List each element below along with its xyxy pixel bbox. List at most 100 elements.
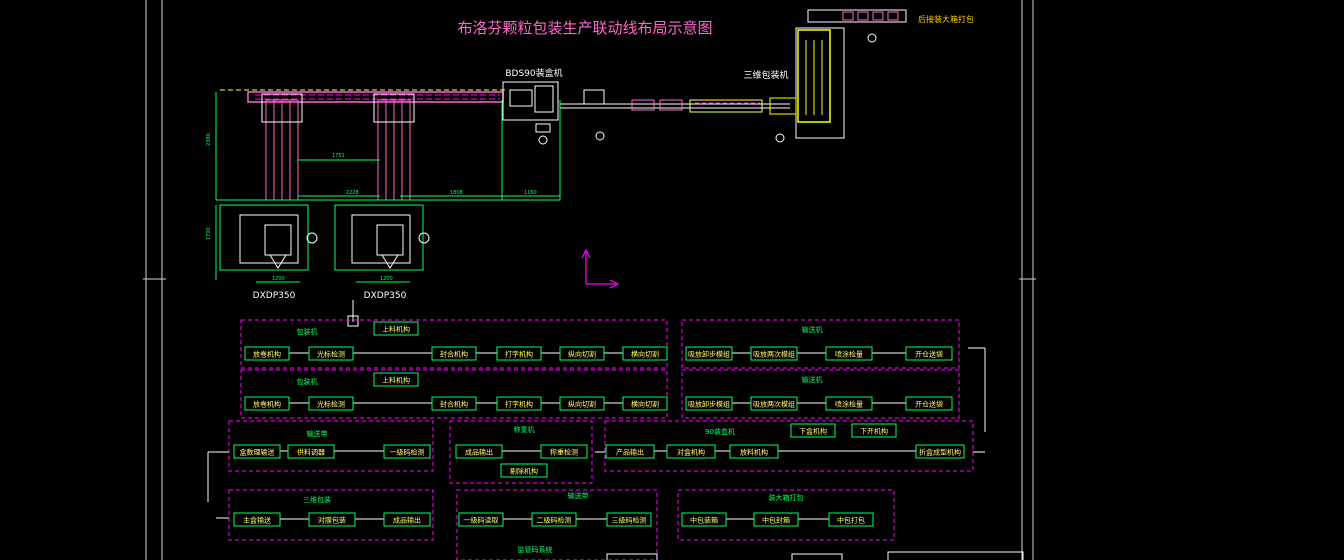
conv2-step-label: 喷涂检量 — [835, 400, 863, 409]
pack2-step-label: 打字机构 — [505, 400, 533, 409]
cartoner-machine — [502, 81, 605, 145]
belt2-group-frame — [456, 489, 658, 560]
wrap3d-group-frame — [228, 489, 434, 541]
boxer-group-title: 90装盒机 — [705, 427, 735, 436]
belt2-step-label: 三级码检测 — [612, 516, 647, 525]
conv1-group-title: 输送机 — [802, 325, 823, 334]
belt-step-label: 供料调器 — [297, 448, 325, 457]
bigbox-step-box — [753, 512, 799, 527]
bigbox-step-label: 中包打包 — [837, 516, 865, 525]
conv1-step-box — [825, 346, 873, 361]
axis-marker — [581, 248, 620, 289]
dim-height: 2380 — [206, 133, 212, 146]
dim-span-3: 1808 — [450, 190, 463, 196]
boxer-step-box — [605, 444, 655, 459]
pack1-step-box — [308, 346, 354, 361]
pack2-group-frame — [240, 369, 668, 419]
wrap3d-group-title: 三维包装 — [303, 495, 331, 504]
pack2-step-label: 封合机构 — [440, 400, 468, 409]
bigbox-group-title: 装大箱打包 — [769, 493, 804, 502]
conv2-group-title: 输送机 — [802, 375, 823, 384]
boxer-step-box — [666, 444, 716, 459]
pack1-feeder-label: 上料机构 — [382, 325, 410, 334]
boxer-step-box — [729, 444, 779, 459]
pack2-step-box — [559, 396, 605, 411]
belt-step-label: 盒数理输送 — [240, 448, 275, 457]
weigh-reject-label: 剔除机构 — [510, 467, 538, 476]
conv2-group-frame — [681, 369, 960, 419]
belt2-group-title: 输送带 — [568, 491, 589, 500]
pack1-step-label: 光标检测 — [317, 350, 345, 359]
belt2-step-box — [531, 512, 577, 527]
machine-label-left: DXDP350 — [253, 291, 296, 301]
weigh-step-box — [540, 444, 588, 459]
feed-columns — [265, 99, 411, 201]
pack1-step-box — [244, 346, 290, 361]
dim-span-4: 1160 — [524, 190, 537, 196]
pack2-step-box — [622, 396, 668, 411]
dimension-lines — [215, 92, 561, 283]
pack1-step-label: 打字机构 — [505, 350, 533, 359]
pack1-group-title: 包装机 — [297, 327, 318, 336]
partial-box — [791, 553, 843, 560]
conv1-step-box — [685, 346, 733, 361]
conv1-step-box — [750, 346, 798, 361]
pack1-group-frame — [240, 319, 668, 369]
boxer-step-label: 放料机构 — [740, 448, 768, 457]
boxer-step-box — [915, 444, 965, 459]
pack2-step-box — [431, 396, 477, 411]
conv1-step-label: 吸放两次模组 — [753, 350, 795, 359]
pack1-step-box — [622, 346, 668, 361]
pack2-feeder-label: 上料机构 — [382, 376, 410, 385]
belt2-step-box — [606, 512, 652, 527]
conv2-step-box — [825, 396, 873, 411]
belt2-step-label: 二级码检测 — [537, 516, 572, 525]
weigh-step-label: 成品输出 — [465, 448, 493, 457]
pack1-step-label: 放卷机构 — [253, 350, 281, 359]
pack1-step-label: 纵向切割 — [568, 350, 596, 359]
boxer-top2-label: 下开机构 — [860, 427, 888, 436]
conv1-step-label: 吸放卸步模组 — [688, 350, 730, 359]
bigbox-group-frame — [677, 489, 895, 541]
filling-machine-left — [219, 204, 318, 271]
dim-height-2: 1700 — [206, 227, 212, 240]
belt-step-box — [233, 444, 281, 459]
bigbox-step-label: 中包装箱 — [690, 516, 718, 525]
dim-width-1: 1200 — [272, 276, 285, 282]
pack1-step-box — [559, 346, 605, 361]
dim-span-1: 1751 — [332, 153, 345, 159]
conv1-step-box — [905, 346, 953, 361]
pack2-group-title: 包装机 — [297, 377, 318, 386]
drawing-title: 布洛芬颗粒包装生产联动线布局示意图 — [457, 19, 712, 37]
pack2-step-label: 横向切割 — [631, 400, 659, 409]
bigbox-step-label: 中包封箱 — [762, 516, 790, 525]
partial-box — [606, 553, 658, 560]
title-block — [887, 551, 1024, 560]
pack2-step-label: 纵向切割 — [568, 400, 596, 409]
weigh-step-label: 称重检测 — [550, 448, 578, 457]
boxer-group-frame — [604, 420, 974, 472]
wrapper-machine — [769, 9, 907, 143]
bundler-label: 后接装大箱打包 — [918, 14, 974, 24]
machine-label-right: DXDP350 — [364, 291, 407, 301]
belt2-step-label: 一级码读取 — [464, 516, 499, 525]
pack2-step-box — [244, 396, 290, 411]
wrap3d-step-label: 主盒输送 — [243, 516, 271, 525]
weigh-group-title: 称重机 — [514, 425, 535, 434]
belt-group-title: 输送带 — [307, 429, 328, 438]
boxer-top2-box — [851, 423, 897, 438]
page-frame — [143, 0, 1036, 560]
belt-step-box — [383, 444, 431, 459]
conv1-step-label: 开仓送袋 — [915, 350, 943, 359]
pack1-step-box — [431, 346, 477, 361]
boxer-top1-box — [790, 423, 836, 438]
conv2-step-box — [685, 396, 733, 411]
conv1-group-frame — [681, 319, 960, 369]
wrap3d-step-box — [383, 512, 431, 527]
cartoner-label: BDS90装盒机 — [505, 67, 562, 79]
wrap3d-step-box — [233, 512, 281, 527]
pack2-step-label: 光标检测 — [317, 400, 345, 409]
belt2-step-box — [458, 512, 504, 527]
bigbox-step-box — [828, 512, 874, 527]
weigh-step-box — [455, 444, 503, 459]
